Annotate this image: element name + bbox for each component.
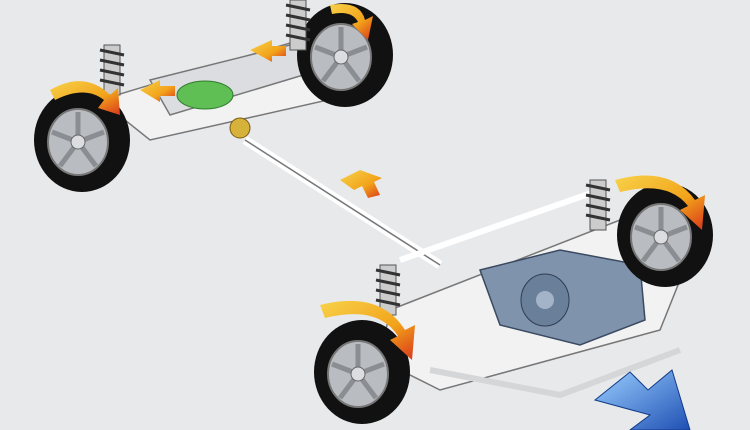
drive-shaft [242,136,443,269]
torque-arrows [50,4,705,360]
rear-left-shock [98,43,126,97]
rear-right-wheel [297,3,393,107]
direction-arrow [593,369,691,430]
rear-differential [176,80,251,139]
engine-gearbox [479,249,646,346]
front-right-shock [584,178,612,232]
rear-right-shock [284,0,312,52]
front-left-wheel [314,320,410,424]
